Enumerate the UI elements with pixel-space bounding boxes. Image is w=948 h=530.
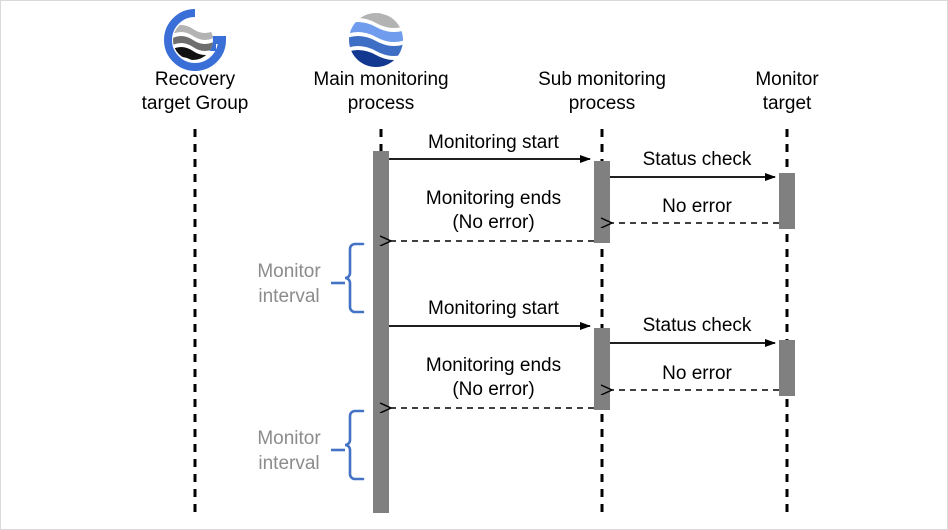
interval-label-monitor-interval-1: Monitor interval	[257, 261, 321, 307]
actor-label-monitor-target: Monitor target	[755, 69, 819, 114]
interval-brace-monitor-interval-1	[331, 242, 365, 314]
actor-label-main-monitoring-process: Main monitoring process	[313, 69, 449, 114]
activation-bar-main	[373, 151, 389, 513]
message-label-monitoring-start-1: Monitoring start	[428, 132, 559, 153]
activation-bar-target-1	[779, 173, 795, 229]
message-label-no-error-2: No error	[662, 363, 732, 384]
actor-label-sub-monitoring-process: Sub monitoring process	[538, 69, 666, 114]
message-label-monitoring-start-2: Monitoring start	[428, 298, 559, 319]
message-label-monitoring-ends-2: Monitoring ends (No error)	[425, 355, 562, 400]
activation-bar-sub-1	[594, 161, 610, 243]
message-label-status-check-1: Status check	[642, 149, 752, 170]
globe-g-ring-icon	[164, 9, 227, 71]
interval-label-monitor-interval-2: Monitor interval	[257, 428, 321, 474]
message-label-monitoring-ends-1: Monitoring ends (No error)	[425, 188, 562, 233]
activation-bar-target-2	[779, 340, 795, 396]
actor-label-recovery-target-group: Recovery target Group	[141, 69, 249, 114]
message-label-no-error-1: No error	[662, 196, 732, 217]
interval-brace-monitor-interval-2	[331, 409, 365, 481]
globe-sphere-icon	[345, 9, 407, 71]
activation-bar-sub-2	[594, 328, 610, 410]
message-label-status-check-2: Status check	[642, 315, 752, 336]
